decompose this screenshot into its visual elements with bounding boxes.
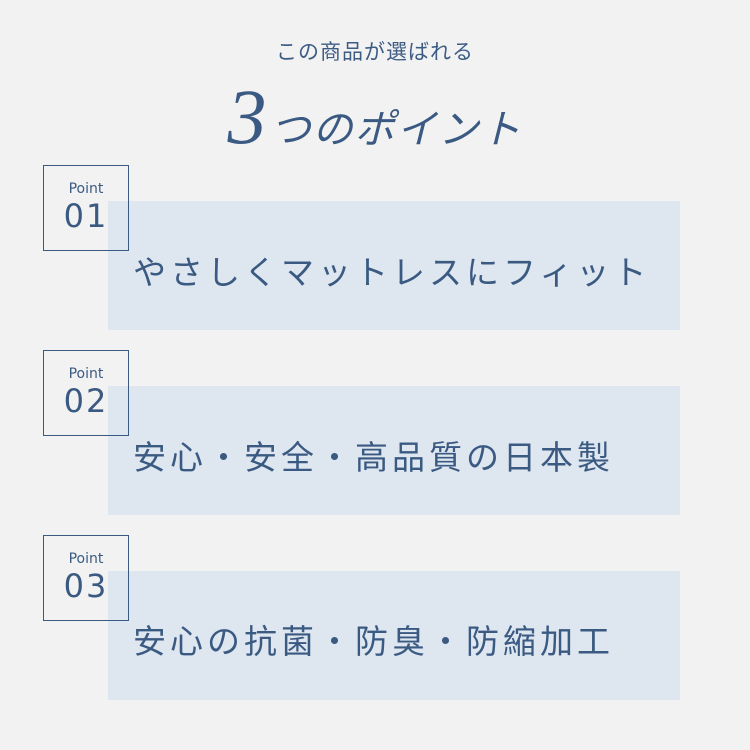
- point-badge-02: Point 02: [43, 350, 129, 436]
- point-label: Point: [68, 366, 104, 382]
- title-number: 3: [227, 73, 267, 160]
- point-badge-01: Point 01: [43, 165, 129, 251]
- point-panel-03: [108, 571, 680, 700]
- point-text-02: 安心・安全・高品質の日本製: [133, 438, 614, 477]
- point-label: Point: [68, 551, 104, 567]
- point-number: 02: [63, 382, 109, 420]
- point-badge-03: Point 03: [43, 535, 129, 621]
- point-number: 01: [63, 197, 109, 235]
- header-subtitle: この商品が選ばれる: [276, 40, 474, 64]
- point-number: 03: [63, 567, 109, 605]
- point-text-03: 安心の抗菌・防臭・防縮加工: [133, 622, 614, 661]
- point-text-01: やさしくマットレスにフィット: [133, 253, 651, 292]
- point-label: Point: [68, 181, 104, 197]
- point-panel-02: [108, 386, 680, 515]
- title-text: つのポイント: [270, 107, 523, 153]
- point-panel-01: [108, 201, 680, 330]
